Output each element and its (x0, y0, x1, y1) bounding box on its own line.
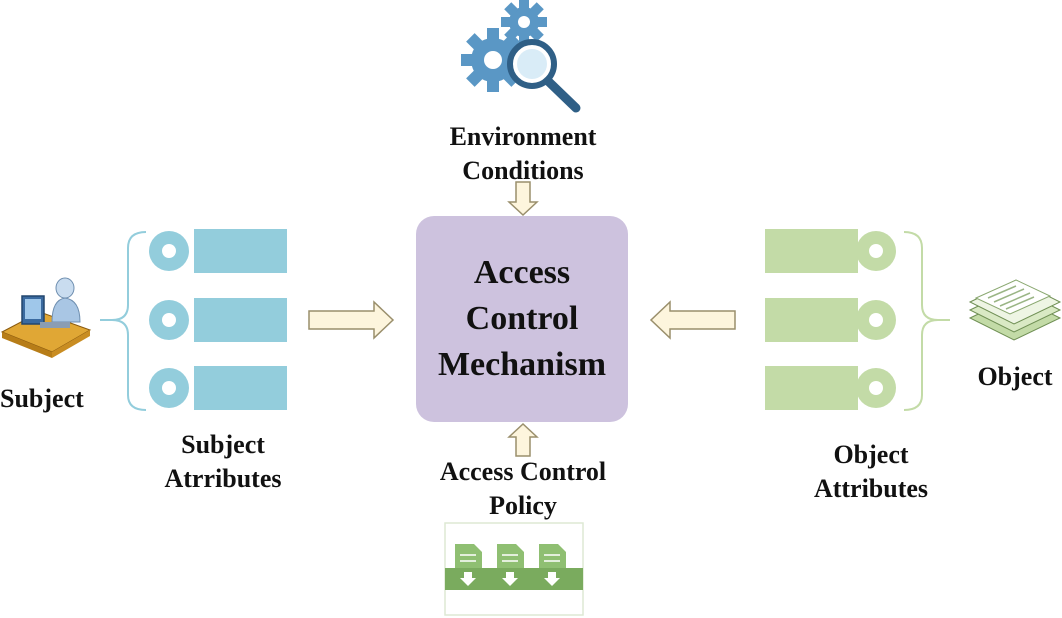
access-control-mechanism-box (416, 216, 628, 422)
gears-magnifier-icon (461, 0, 581, 113)
object-attributes-line-2: Attributes (813, 474, 929, 503)
access-control-mechanism-label: Access Control Mechanism (416, 216, 628, 422)
arrow-policy-to-mechanism (507, 422, 539, 457)
subject-label: Subject (0, 384, 84, 413)
policy-files-icon (444, 522, 584, 616)
subject-attributes-line-2: Atrributes (164, 464, 282, 493)
arrow-subject-to-mechanism (308, 300, 395, 340)
user-at-computer-icon (0, 277, 92, 358)
subject-attributes-bracket (111, 231, 147, 411)
access-control-policy-label: Access Control Policy (420, 455, 626, 523)
object-attributes-label: Object Attributes (791, 438, 951, 506)
mechanism-line-2: Control (465, 300, 579, 337)
policy-line-1: Access Control (439, 457, 607, 486)
object-label: Object (977, 362, 1053, 391)
mechanism-line-1: Access (473, 254, 571, 291)
object-attribute-item (765, 229, 896, 273)
environment-line-1: Environment (449, 122, 597, 151)
object-attributes-bracket (903, 231, 939, 411)
policy-line-2: Policy (489, 491, 557, 520)
environment-conditions-label: Environment Conditions (423, 120, 623, 188)
subject-attribute-item (149, 229, 287, 273)
subject-attribute-item (149, 366, 287, 410)
mechanism-line-3: Mechanism (437, 346, 607, 383)
environment-line-2: Conditions (462, 156, 584, 185)
object-attribute-item (765, 298, 896, 342)
document-stack-icon (968, 279, 1062, 341)
object-attributes-line-1: Object (833, 440, 909, 469)
arrow-object-to-mechanism (649, 300, 736, 340)
arrow-environment-to-mechanism (507, 181, 539, 217)
subject-attribute-item (149, 298, 287, 342)
subject-attributes-line-1: Subject (181, 430, 265, 459)
subject-attributes-label: Subject Atrributes (143, 428, 303, 496)
object-attribute-item (765, 366, 896, 410)
